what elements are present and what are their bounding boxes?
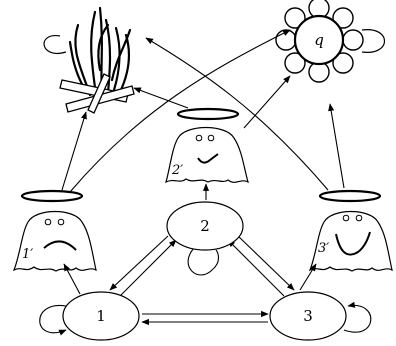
self-loop-flower: [362, 30, 385, 53]
self-loop-fire: [44, 36, 66, 54]
fire-icon: [60, 8, 134, 113]
state-node-3-label: 3: [303, 307, 313, 325]
halo-1prime: [22, 191, 82, 201]
edge-3-ghost3: [300, 264, 316, 290]
ghost-3prime: 3′: [310, 191, 392, 271]
edge-2-3: [238, 236, 294, 290]
edge-ghost2-flower: [244, 76, 290, 128]
state-node-2-label: 2: [200, 217, 210, 235]
self-loop-3: [344, 305, 371, 332]
state-node-1: 1: [63, 292, 139, 340]
ghost-1prime: 1′: [14, 191, 96, 271]
state-node-2: 2: [167, 202, 243, 250]
state-node-1-label: 1: [96, 307, 106, 325]
state-node-3: 3: [270, 292, 346, 340]
self-loop-1: [40, 305, 66, 332]
halo-2prime: [178, 109, 238, 119]
ghost-2prime: 2′: [166, 109, 248, 182]
edge-2-1: [110, 236, 168, 290]
ghost-3prime-label: 3′: [318, 241, 329, 256]
ghost-1prime-label: 1′: [22, 247, 33, 262]
edge-1-2: [120, 240, 176, 296]
ghost-2prime-label: 2′: [171, 163, 183, 178]
flower-label: q: [314, 31, 324, 49]
edge-ghost2-fire: [134, 88, 188, 108]
edge-3-2: [228, 240, 284, 296]
self-loop-2: [188, 248, 218, 275]
edge-ghost3-flower: [330, 104, 344, 188]
halo-3prime: [320, 191, 380, 201]
